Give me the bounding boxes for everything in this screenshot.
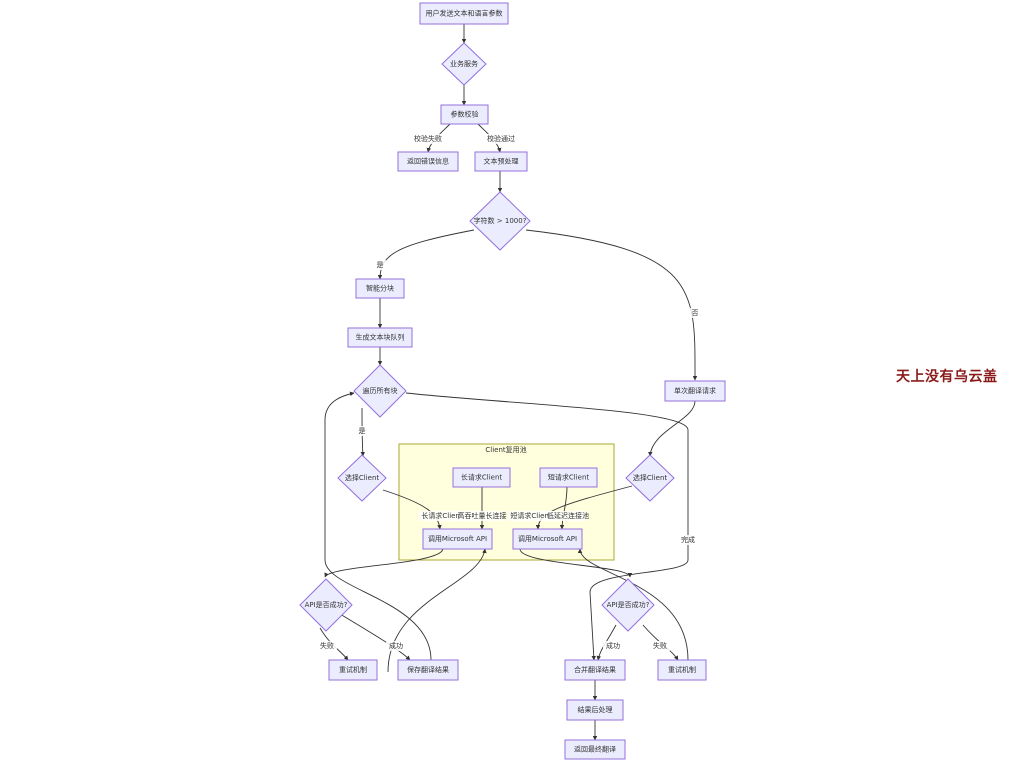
- node-return-error[interactable]: 返回错误信息: [397, 151, 459, 172]
- edge-apiokleft-save: [339, 613, 411, 661]
- node-short-client[interactable]: 短请求Client: [539, 467, 598, 488]
- edge-label-fail-right: 失败: [653, 641, 667, 650]
- node-merge-result[interactable]: 合并翻译结果: [564, 659, 626, 681]
- node-validate-label: 参数校验: [451, 110, 479, 119]
- node-preprocess[interactable]: 文本预处理: [474, 151, 528, 172]
- edge-label-fail-left: 失败: [320, 641, 334, 650]
- node-select-client-left-label: 选择Client: [345, 473, 380, 482]
- node-smart-split-label: 智能分块: [366, 284, 394, 293]
- node-gen-queue-label: 生成文本块队列: [356, 333, 405, 342]
- node-save-result-label: 保存翻译结果: [407, 665, 449, 674]
- node-final-label: 返回最终翻译: [574, 745, 616, 754]
- edge-charcheck-single: [525, 229, 698, 381]
- node-call-api-right[interactable]: 调用Microsoft API: [512, 528, 583, 550]
- node-return-error-label: 返回错误信息: [407, 157, 449, 166]
- edge-charcheck-split: [377, 229, 475, 280]
- node-select-client-right-label: 选择Client: [633, 473, 668, 482]
- node-retry-right[interactable]: 重试机制: [657, 659, 707, 681]
- edge-save-iterate: [324, 391, 432, 661]
- node-start-label: 用户发送文本和语言参数: [426, 9, 503, 18]
- edge-label-success-left: 成功: [389, 641, 403, 650]
- node-call-api-left[interactable]: 调用Microsoft API: [422, 528, 493, 550]
- edge-single-selectright: [648, 400, 696, 457]
- node-postprocess-label: 结果后处理: [578, 705, 613, 714]
- edge-label-short-client: 短请求Client: [510, 511, 552, 520]
- node-api-ok-right[interactable]: API是否成功?: [601, 578, 655, 632]
- node-save-result[interactable]: 保存翻译结果: [397, 659, 459, 681]
- node-postprocess[interactable]: 结果后处理: [566, 699, 624, 721]
- node-select-client-right[interactable]: 选择Client: [625, 454, 675, 502]
- edge-selectleft-apileft: [382, 489, 442, 530]
- node-param-validate[interactable]: 参数校验: [440, 104, 489, 125]
- edge-label-iter-yes: 是: [359, 427, 366, 435]
- node-char-check[interactable]: 字符数 > 1000?: [469, 191, 531, 251]
- node-retry-right-label: 重试机制: [668, 665, 696, 674]
- node-final-translation[interactable]: 返回最终翻译: [564, 739, 626, 760]
- edge-label-success-right: 成功: [606, 641, 620, 650]
- node-single-request[interactable]: 单次翻译请求: [664, 380, 726, 402]
- node-merge-result-label: 合并翻译结果: [574, 665, 616, 674]
- edge-shortclient-apiright: [559, 486, 568, 530]
- node-smart-split[interactable]: 智能分块: [355, 278, 405, 299]
- node-select-client-left[interactable]: 选择Client: [337, 454, 387, 502]
- edge-label-low-latency: 低延迟连接池: [547, 511, 589, 520]
- node-preprocess-label: 文本预处理: [484, 157, 519, 166]
- edge-iterate-merge: [405, 392, 689, 661]
- node-api-ok-left[interactable]: API是否成功?: [299, 578, 353, 632]
- node-retry-left[interactable]: 重试机制: [328, 659, 378, 681]
- edge-label-yes-split: 是: [377, 261, 384, 269]
- edge-selectright-apiright: [535, 485, 633, 530]
- edge-label-validate-pass: 校验通过: [487, 134, 515, 143]
- node-short-client-label: 短请求Client: [548, 473, 590, 482]
- node-api-ok-right-label: API是否成功?: [607, 600, 650, 609]
- node-business-label: 业务服务: [450, 59, 478, 68]
- node-long-client[interactable]: 长请求Client: [452, 467, 511, 488]
- node-business-service[interactable]: 业务服务: [441, 42, 487, 86]
- node-gen-queue[interactable]: 生成文本块队列: [347, 327, 413, 348]
- edges: [319, 24, 698, 741]
- edge-labels: 校验失败 校验通过 是 否 是 完成 长请求Client 高吞吐量长连接 短请求…: [317, 134, 701, 651]
- edge-apileft-apiokleft: [324, 548, 444, 578]
- node-api-ok-left-label: API是否成功?: [305, 600, 348, 609]
- watermark-text: 天上没有乌云盖: [896, 369, 998, 385]
- edge-label-validate-fail: 校验失败: [414, 134, 442, 143]
- edge-label-long-client: 长请求Client: [421, 511, 463, 520]
- node-single-request-label: 单次翻译请求: [674, 386, 716, 395]
- node-call-api-right-label: 调用Microsoft API: [518, 534, 577, 543]
- node-char-check-label: 字符数 > 1000?: [474, 216, 527, 225]
- client-pool-title: Client复用池: [485, 445, 526, 454]
- node-retry-left-label: 重试机制: [339, 665, 367, 674]
- edge-apiright-apiokright: [519, 548, 633, 578]
- node-iterate-chunks[interactable]: 遍历所有块: [353, 364, 407, 418]
- node-call-api-left-label: 调用Microsoft API: [428, 534, 487, 543]
- edge-label-iter-done: 完成: [681, 535, 695, 544]
- edge-label-high-throughput: 高吞吐量长连接: [458, 511, 507, 520]
- nodes: 用户发送文本和语言参数 业务服务 参数校验 返回错误信息 文本预处理 字符数 >…: [299, 2, 726, 760]
- edge-label-no-single: 否: [692, 309, 699, 317]
- node-iterate-label: 遍历所有块: [363, 386, 398, 395]
- node-start[interactable]: 用户发送文本和语言参数: [419, 2, 509, 25]
- node-long-client-label: 长请求Client: [461, 473, 503, 482]
